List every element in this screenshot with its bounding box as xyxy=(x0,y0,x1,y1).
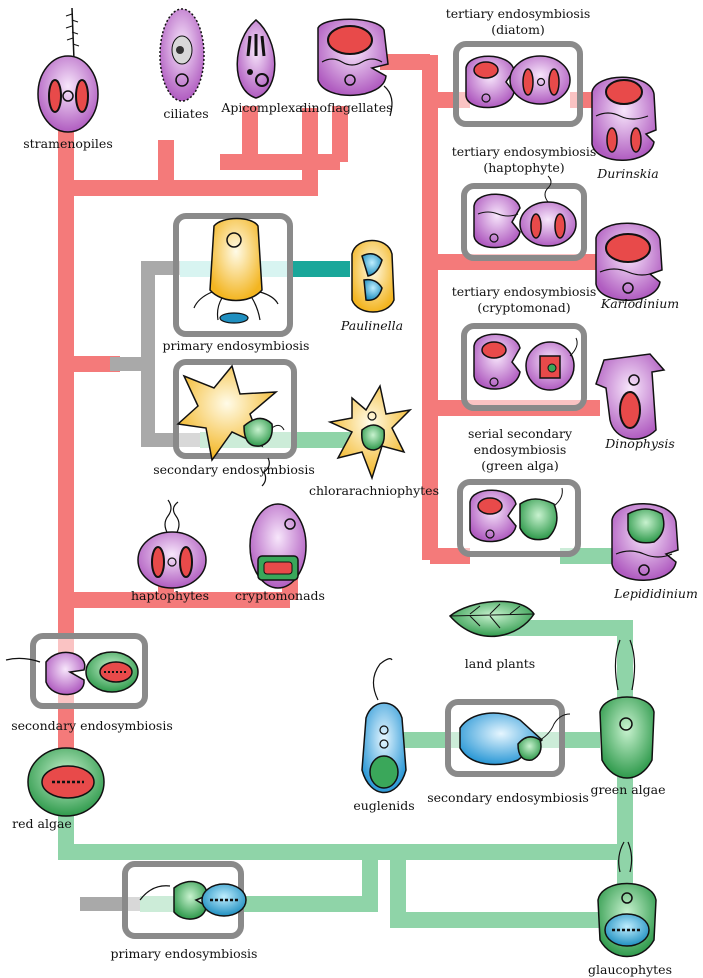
lower-primary-cells xyxy=(139,880,247,920)
serial-secondary-cells xyxy=(469,487,563,543)
chlor-secondary-cells xyxy=(176,364,285,462)
label-tertiary-cryptomonad-line2: (cryptomonad) xyxy=(477,300,570,315)
euglenid-secondary-cells xyxy=(459,712,571,766)
label-karlodinium: Karlodinium xyxy=(600,296,679,311)
label-ciliates: ciliates xyxy=(163,106,208,121)
red-secondary-cells xyxy=(5,651,139,696)
label-glaucophytes: glaucophytes xyxy=(588,962,672,977)
tertiary-diatom-cells xyxy=(465,55,571,109)
label-tertiary-cryptomonad-line1: tertiary endosymbiosis xyxy=(452,284,597,299)
karlodinium-cell xyxy=(595,222,663,301)
glaucophytes-cell xyxy=(597,841,657,958)
lepididinium-cell xyxy=(611,503,679,581)
label-paulinella: Paulinella xyxy=(340,318,403,333)
paulinella-cell xyxy=(351,239,395,313)
label-stramenopiles: stramenopiles xyxy=(23,136,113,151)
cryptomonads-cell xyxy=(249,457,307,589)
label-secondary-endosymbiosis-chlorarachniophyte: secondary endosymbiosis xyxy=(153,462,315,477)
label-primary-endosymbiosis-lower: primary endosymbiosis xyxy=(111,946,258,961)
dinophysis-cell xyxy=(595,353,666,440)
labels: stramenopiles ciliates Apicomplexa dinof… xyxy=(11,6,698,977)
label-haptophytes: haptophytes xyxy=(131,588,209,603)
label-tertiary-haptophyte-line1: tertiary endosymbiosis xyxy=(452,144,597,159)
label-secondary-endosymbiosis-red: secondary endosymbiosis xyxy=(11,718,173,733)
label-chlorarachniophytes: chlorarachniophytes xyxy=(309,483,439,498)
apicomplexa-cell xyxy=(236,19,276,99)
ciliates-cell xyxy=(159,8,205,102)
label-apicomplexa: Apicomplexa xyxy=(220,100,303,115)
euglenids-cell xyxy=(361,658,407,794)
label-serial-secondary-line2: endosymbiosis xyxy=(474,442,567,457)
paulinella-primary-cell xyxy=(193,217,279,324)
label-cryptomonads: cryptomonads xyxy=(235,588,325,603)
label-red-algae: red algae xyxy=(12,816,72,831)
label-primary-endosymbiosis-upper: primary endosymbiosis xyxy=(163,338,310,353)
label-tertiary-diatom-line2: (diatom) xyxy=(491,22,545,37)
label-tertiary-haptophyte-line2: (haptophyte) xyxy=(483,160,564,175)
dinoflagellates-cell xyxy=(317,18,393,117)
label-land-plants: land plants xyxy=(465,656,535,671)
haptophytes-cell xyxy=(137,499,207,589)
label-lepididinium: Lepididinium xyxy=(613,586,698,601)
durinskia-cell xyxy=(591,76,657,161)
label-dinophysis: Dinophysis xyxy=(604,436,675,451)
red-algae-cell xyxy=(27,747,105,817)
label-tertiary-diatom-line1: tertiary endosymbiosis xyxy=(446,6,591,21)
green-algae-cell xyxy=(599,639,655,779)
land-plants-leaf xyxy=(448,600,535,638)
tertiary-cryptomonad-cells xyxy=(473,333,578,391)
tertiary-haptophyte-cells xyxy=(473,175,577,249)
label-serial-secondary-line1: serial secondary xyxy=(468,426,573,441)
label-serial-secondary-line3: (green alga) xyxy=(481,458,558,473)
label-dinoflagellates: dinoflagellates xyxy=(299,100,392,115)
label-secondary-endosymbiosis-euglenid: secondary endosymbiosis xyxy=(427,790,589,805)
chlorarachniophytes-cell xyxy=(327,383,413,481)
label-durinskia: Durinskia xyxy=(596,166,659,181)
label-euglenids: euglenids xyxy=(353,798,414,813)
stramenopiles-cell xyxy=(37,7,99,133)
label-green-algae: green algae xyxy=(590,782,665,797)
